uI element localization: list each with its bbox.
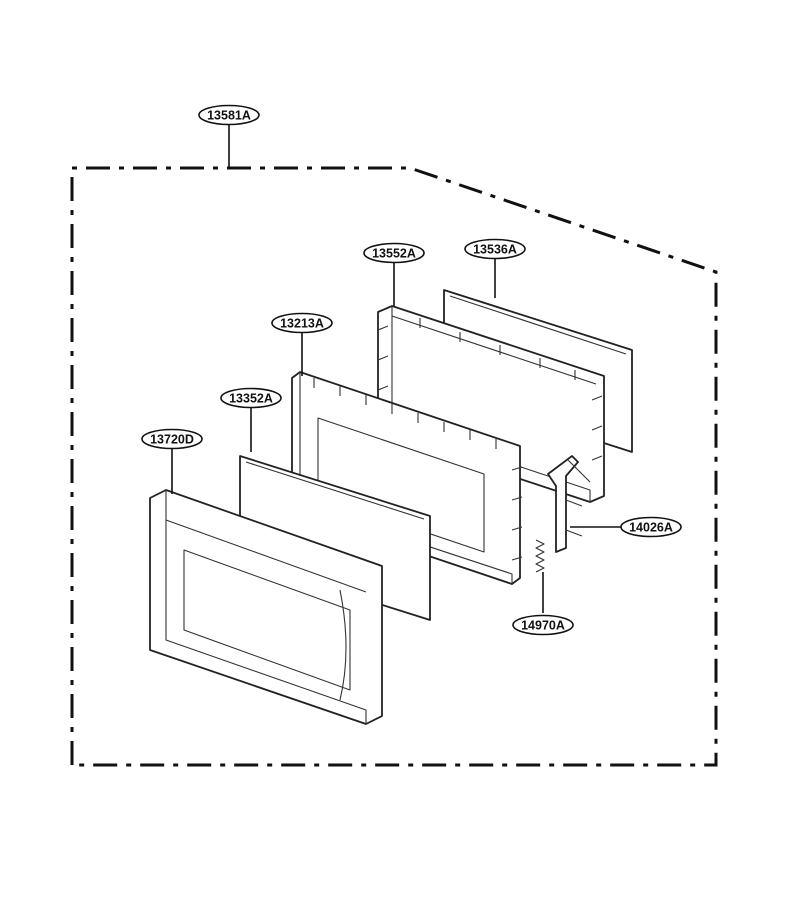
callout-13352a: 13352A	[220, 387, 282, 409]
callout-13536a: 13536A	[464, 238, 526, 260]
part-14970a-spring	[535, 539, 545, 573]
assembly-boundary	[70, 166, 718, 767]
callout-text: 14970A	[521, 619, 565, 633]
leader-lines	[171, 124, 621, 613]
callout-text: 13720D	[150, 433, 194, 447]
part-13213a-inner-door-frame	[291, 371, 523, 585]
callout-13581a: 13581A	[198, 104, 260, 126]
part-14026a-latch-lever	[547, 455, 591, 553]
callout-text: 13552A	[372, 247, 416, 261]
callout-text: 13581A	[207, 109, 251, 123]
callout-13213a: 13213A	[271, 312, 333, 334]
callout-text: 13536A	[473, 243, 517, 257]
callout-text: 14026A	[629, 521, 673, 535]
part-13720d-door-outer-frame	[149, 489, 383, 725]
callout-13720d: 13720D	[141, 428, 203, 450]
callout-13552a: 13552A	[363, 242, 425, 264]
callout-text: 13352A	[229, 392, 273, 406]
callout-14026a: 14026A	[620, 516, 682, 538]
callout-14970a: 14970A	[512, 614, 574, 636]
callout-text: 13213A	[280, 317, 324, 331]
